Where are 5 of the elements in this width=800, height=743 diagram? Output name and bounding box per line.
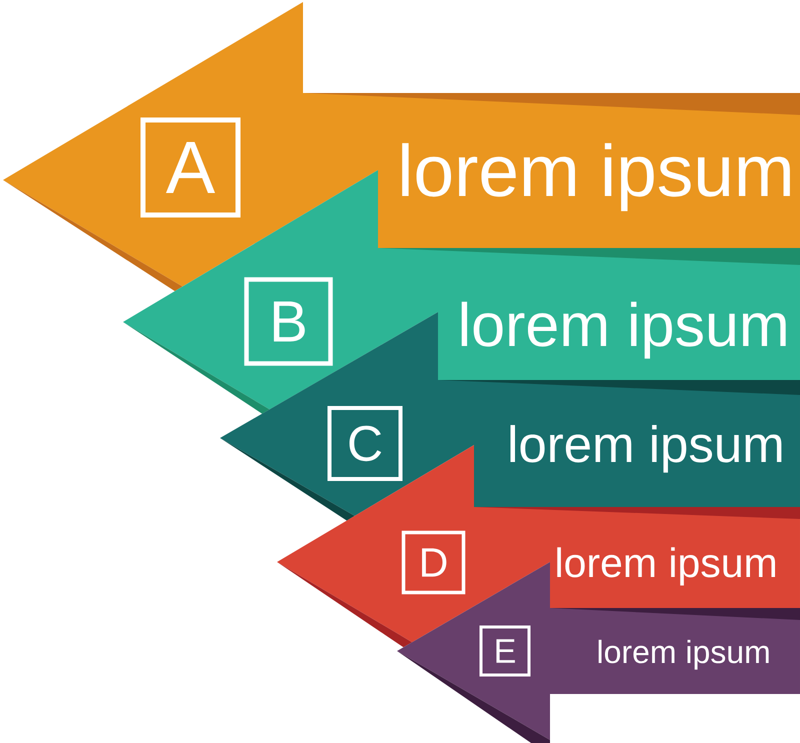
letter-square: B: [244, 277, 333, 366]
letter-square: C: [328, 406, 402, 481]
letter-square: D: [402, 530, 466, 594]
letter-square: E: [480, 626, 530, 676]
letter-square: A: [140, 118, 240, 218]
